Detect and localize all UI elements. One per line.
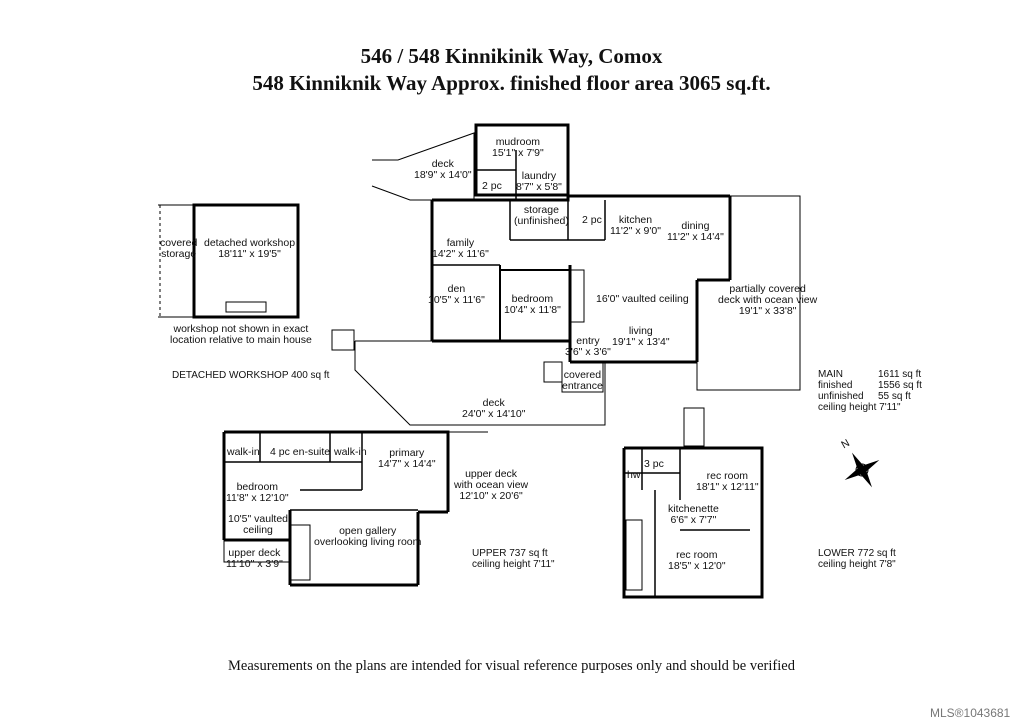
disclaimer: Measurements on the plans are intended f… xyxy=(228,658,795,674)
plan-subtitle: 548 Kinniknik Way Approx. finished floor… xyxy=(252,71,771,95)
room-walkin-b: walk-in xyxy=(334,446,367,458)
room-ensuite: 4 pc en-suite xyxy=(270,446,331,458)
workshop-plan xyxy=(158,203,300,319)
room-3pc: 3 pc xyxy=(644,458,664,470)
room-walkin-a: walk-in xyxy=(227,446,260,458)
lower-summary: LOWER 772 sq ft ceiling height 7'8" xyxy=(818,548,896,570)
room-2pc-a: 2 pc xyxy=(482,180,502,192)
upper-floor-plan xyxy=(222,430,488,587)
room-hw: hw xyxy=(627,469,641,481)
workshop-summary: DETACHED WORKSHOP 400 sq ft xyxy=(172,370,330,381)
room-storage: storage(unfinished) xyxy=(514,204,569,227)
mls-number: MLS®1043681 xyxy=(930,706,1011,720)
upper-summary: UPPER 737 sq ft ceiling height 7'11" xyxy=(472,548,555,570)
lower-floor-plan xyxy=(622,407,764,599)
plan-title: 546 / 548 Kinnikinik Way, Comox xyxy=(360,44,663,68)
room-2pc-b: 2 pc xyxy=(582,214,602,226)
vaulted-ceiling-main: 16'0" vaulted ceiling xyxy=(596,293,689,305)
main-floor-plan xyxy=(331,123,801,426)
compass-rose xyxy=(844,452,880,488)
